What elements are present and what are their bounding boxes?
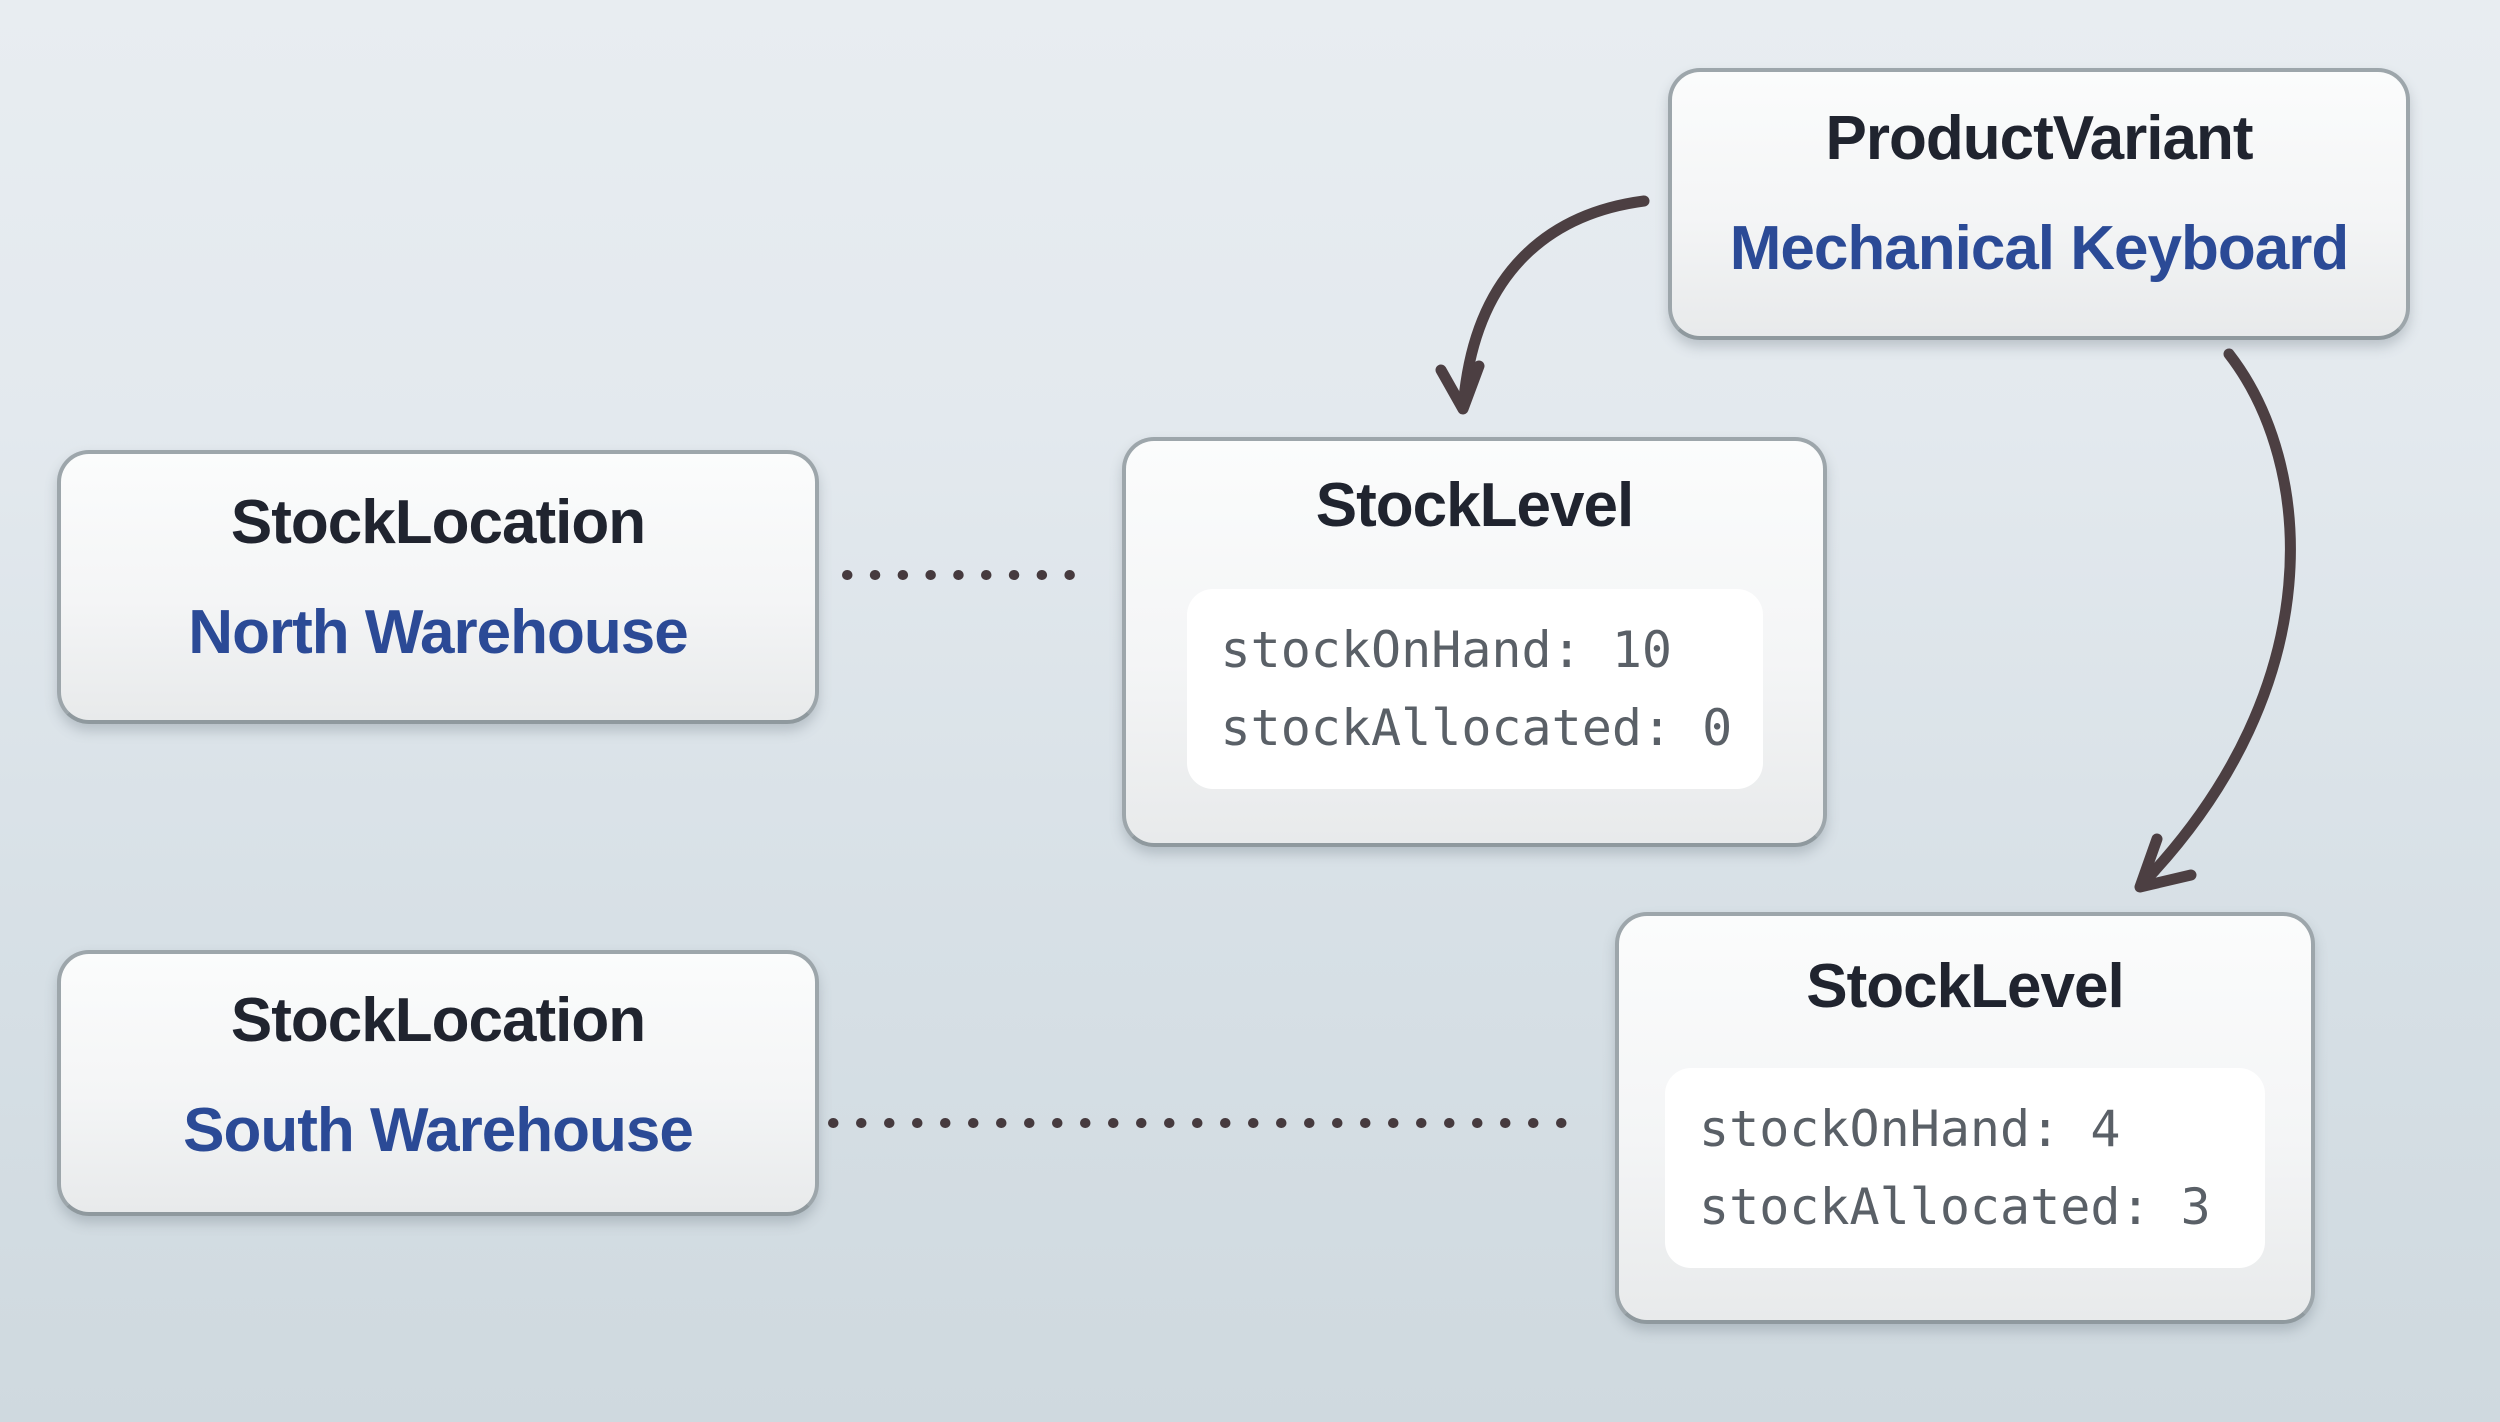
entity-name-label: South Warehouse bbox=[183, 1096, 694, 1165]
node-product-variant: ProductVariant Mechanical Keyboard bbox=[1668, 68, 2410, 340]
node-stock-location-north: StockLocation North Warehouse bbox=[57, 450, 819, 724]
node-type-label: StockLevel bbox=[1806, 952, 2124, 1021]
stock-field-line: stockAllocated: 0 bbox=[1220, 699, 1733, 757]
stock-field-line: stockAllocated: 3 bbox=[1699, 1178, 2211, 1236]
node-stock-level-south: StockLevel stockOnHand: 4 stockAllocated… bbox=[1615, 912, 2315, 1324]
stock-fields-panel: stockOnHand: 4 stockAllocated: 3 bbox=[1665, 1068, 2265, 1268]
arrow-product-variant-to-stock-level-north bbox=[1458, 195, 1650, 404]
arrowhead-down-left-icon bbox=[2134, 833, 2197, 893]
arrowhead-down-icon bbox=[1435, 360, 1485, 415]
stock-field-line: stockOnHand: 4 bbox=[1699, 1100, 2121, 1158]
stock-field-line: stockOnHand: 10 bbox=[1220, 621, 1673, 679]
node-stock-level-north: StockLevel stockOnHand: 10 stockAllocate… bbox=[1122, 437, 1827, 847]
node-type-label: StockLevel bbox=[1315, 471, 1634, 540]
entity-name-label: Mechanical Keyboard bbox=[1729, 214, 2349, 283]
stock-fields-panel: stockOnHand: 10 stockAllocated: 0 bbox=[1186, 589, 1763, 789]
node-stock-location-south: StockLocation South Warehouse bbox=[57, 950, 819, 1216]
node-type-label: ProductVariant bbox=[1825, 104, 2254, 173]
node-type-label: StockLocation bbox=[230, 488, 646, 557]
arrow-product-variant-to-stock-level-south bbox=[2140, 348, 2296, 886]
entity-name-label: North Warehouse bbox=[188, 598, 688, 667]
node-type-label: StockLocation bbox=[230, 986, 646, 1055]
